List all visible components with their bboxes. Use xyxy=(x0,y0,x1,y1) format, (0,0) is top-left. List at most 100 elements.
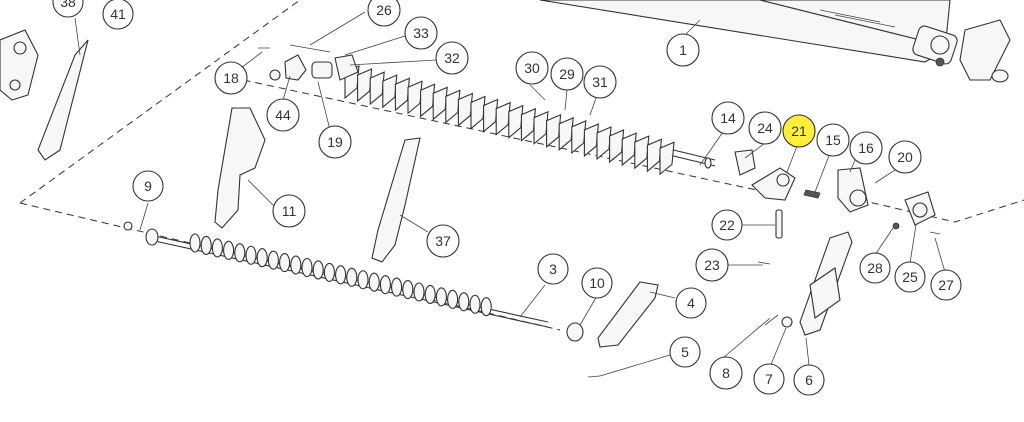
roller-disc xyxy=(245,245,257,265)
callout-8: 8 xyxy=(709,356,743,390)
svg-text:1: 1 xyxy=(679,42,687,58)
callout-23: 23 xyxy=(695,248,729,282)
svg-text:19: 19 xyxy=(327,134,343,150)
tine xyxy=(571,120,587,155)
svg-text:20: 20 xyxy=(897,149,913,165)
callout-1: 1 xyxy=(666,33,700,67)
callout-37: 37 xyxy=(426,224,460,258)
svg-text:4: 4 xyxy=(687,295,695,311)
part-lower-roller-shaft xyxy=(149,233,549,328)
callout-16: 16 xyxy=(849,131,883,165)
svg-text:10: 10 xyxy=(589,275,605,291)
roller-disc xyxy=(256,248,268,268)
callout-27: 27 xyxy=(930,269,962,301)
callout-29: 29 xyxy=(550,57,584,91)
svg-text:44: 44 xyxy=(275,107,291,123)
roller-disc xyxy=(402,279,414,300)
svg-text:14: 14 xyxy=(720,110,736,126)
roller-disc xyxy=(424,284,436,305)
svg-text:37: 37 xyxy=(435,233,451,249)
callout-11: 11 xyxy=(272,194,306,228)
tine xyxy=(533,110,549,145)
callout-25: 25 xyxy=(894,261,926,293)
tine xyxy=(369,71,385,106)
callout-14: 14 xyxy=(711,101,745,135)
svg-text:24: 24 xyxy=(757,120,773,136)
tine xyxy=(558,116,574,152)
roller-disc xyxy=(279,253,291,273)
svg-text:29: 29 xyxy=(559,66,575,82)
callout-18: 18 xyxy=(214,61,248,95)
svg-text:3: 3 xyxy=(549,261,557,277)
roller-disc xyxy=(357,270,369,290)
roller-disc xyxy=(223,240,235,260)
tine xyxy=(432,86,448,121)
roller-disc xyxy=(379,275,391,295)
callout-44: 44 xyxy=(266,98,300,132)
svg-text:38: 38 xyxy=(60,0,76,10)
svg-text:41: 41 xyxy=(110,6,126,22)
roller-disc xyxy=(323,262,335,282)
roller-disc xyxy=(413,282,425,302)
svg-text:22: 22 xyxy=(719,217,735,233)
callout-7: 7 xyxy=(753,363,785,395)
svg-text:33: 33 xyxy=(413,25,429,41)
svg-text:8: 8 xyxy=(722,365,730,381)
callout-19: 19 xyxy=(318,125,352,159)
svg-text:31: 31 xyxy=(592,74,608,90)
callout-30: 30 xyxy=(515,51,549,85)
roller-disc xyxy=(458,292,470,312)
svg-text:26: 26 xyxy=(376,2,392,18)
callout-5: 5 xyxy=(669,336,701,368)
tine xyxy=(596,126,612,161)
tine xyxy=(394,77,411,112)
part-drum-assembly xyxy=(539,0,1011,83)
tine xyxy=(659,141,675,176)
callout-32: 32 xyxy=(435,41,469,75)
tine xyxy=(407,80,423,115)
roller-disc xyxy=(301,257,313,278)
roller-disc xyxy=(435,287,447,307)
svg-text:21: 21 xyxy=(791,123,807,139)
svg-text:18: 18 xyxy=(223,70,239,86)
tine xyxy=(457,92,474,127)
callout-26: 26 xyxy=(367,0,401,27)
svg-text:28: 28 xyxy=(867,260,883,276)
roller-disc xyxy=(211,238,223,258)
callout-28: 28 xyxy=(859,252,891,284)
tine xyxy=(634,135,650,170)
roller-disc xyxy=(189,233,201,253)
left-components xyxy=(0,29,421,263)
roller-disc xyxy=(391,277,403,297)
callout-3: 3 xyxy=(537,253,569,285)
assembly-outline xyxy=(19,0,1024,331)
roller-disc xyxy=(346,267,358,287)
roller-disc xyxy=(267,250,279,270)
callout-4: 4 xyxy=(675,287,707,319)
callout-33: 33 xyxy=(404,16,438,50)
roller-disc xyxy=(469,294,481,314)
tine xyxy=(646,138,663,173)
callout-38: 38 xyxy=(52,0,84,18)
tine xyxy=(520,107,537,142)
svg-text:5: 5 xyxy=(681,344,689,360)
callout-22: 22 xyxy=(711,209,743,241)
tine xyxy=(621,132,637,167)
svg-text:15: 15 xyxy=(825,132,841,148)
callout-10: 10 xyxy=(581,267,613,299)
svg-text:11: 11 xyxy=(282,203,297,219)
right-components xyxy=(566,149,941,378)
tine xyxy=(483,98,499,133)
svg-text:9: 9 xyxy=(144,178,152,194)
tines-upper xyxy=(344,65,675,176)
callout-6: 6 xyxy=(793,364,825,396)
svg-text:27: 27 xyxy=(938,277,954,293)
roller-disc xyxy=(234,243,246,263)
tine xyxy=(420,83,436,118)
tine xyxy=(583,123,600,158)
discs-lower xyxy=(189,233,492,317)
tine xyxy=(357,68,373,103)
roller-disc xyxy=(447,289,459,309)
callout-20: 20 xyxy=(888,140,922,174)
